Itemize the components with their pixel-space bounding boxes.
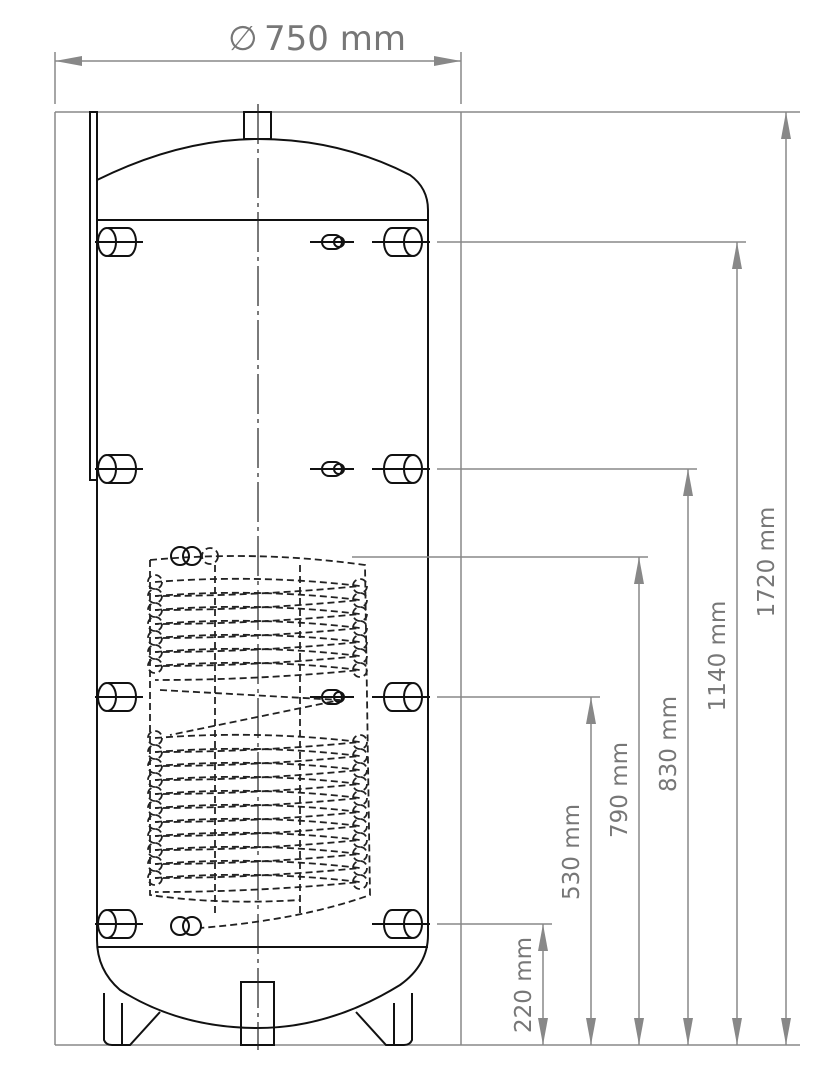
dimension-h830: 830 mm — [437, 468, 697, 1045]
dimension-h1720: 1720 mm — [754, 112, 791, 1045]
port-right — [372, 227, 430, 257]
diameter-symbol: ∅ — [228, 19, 258, 59]
heat-exchanger-coil — [147, 546, 371, 936]
dimension-h530: 530 mm — [437, 696, 600, 1045]
connection-ports — [95, 227, 430, 939]
port-right — [372, 909, 430, 939]
sensor-port — [310, 461, 354, 477]
sensor-port — [310, 234, 354, 250]
port-left — [95, 227, 143, 257]
tank-body — [89, 104, 429, 1050]
height-label: 830 mm — [656, 696, 682, 792]
height-label: 1140 mm — [705, 601, 731, 712]
height-dimensions: 220 mm 530 mm 790 mm 830 mm 1140 mm 1720 mm — [352, 112, 791, 1045]
port-left — [95, 682, 143, 712]
port-right — [372, 454, 430, 484]
sensor-port — [310, 689, 354, 705]
height-label: 790 mm — [607, 742, 633, 838]
height-label: 1720 mm — [754, 507, 780, 618]
port-left — [95, 909, 143, 939]
port-left — [95, 454, 143, 484]
diameter-dimension: ∅ 750 mm — [54, 19, 462, 104]
outline-box — [54, 111, 800, 1046]
dimension-h790: 790 mm — [352, 556, 648, 1045]
diameter-label: 750 mm — [264, 19, 406, 59]
port-right — [372, 682, 430, 712]
height-label: 530 mm — [559, 804, 585, 900]
height-label: 220 mm — [511, 937, 537, 1033]
dimension-h220: 220 mm — [437, 923, 552, 1045]
dimension-h1140: 1140 mm — [437, 241, 746, 1045]
